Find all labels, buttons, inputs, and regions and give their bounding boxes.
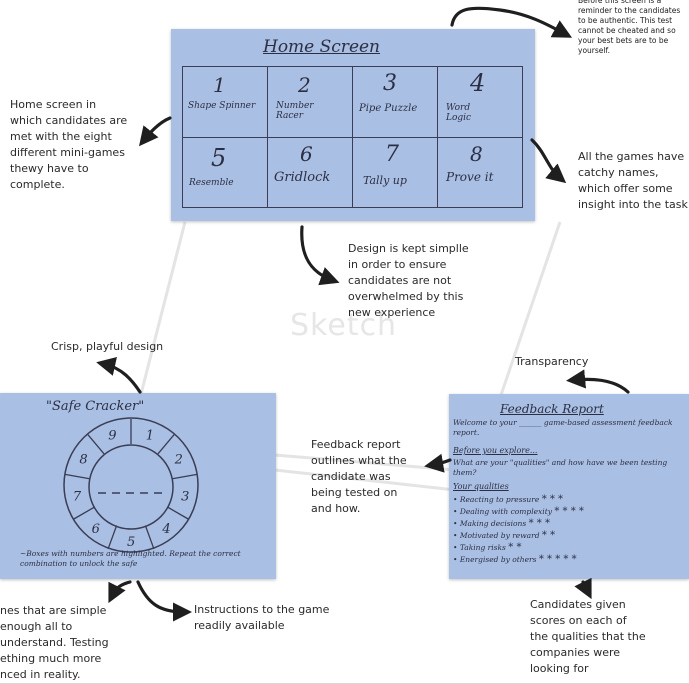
qualities-list: • Reacting to pressure * * * • Dealing w… — [453, 494, 683, 566]
game-name: Shape Spinner — [188, 101, 256, 111]
dial-spoke — [87, 434, 105, 455]
game-cell: 7 Tally up — [352, 137, 438, 208]
safe-dial: 1 2 3 4 5 6 7 8 9 — [63, 417, 199, 553]
game-cell: 2 Number Racer — [267, 66, 353, 138]
quality-item: • Reacting to pressure * * * — [453, 494, 564, 505]
note-feedback: Feedback report outlines what the candid… — [311, 438, 407, 515]
watermark: Sketch — [290, 308, 398, 343]
quality-stars: * * * * — [554, 506, 584, 517]
game-cell: 4 Word Logic — [437, 66, 523, 138]
game-cell: 6 Gridlock — [267, 137, 353, 208]
dial-segment-label: 7 — [73, 490, 82, 505]
report-before: Before you explore... — [453, 446, 538, 455]
quality-stars: * * — [508, 542, 522, 553]
game-name: Gridlock — [274, 170, 331, 185]
home-screen-sketch: Home Screen 1 Shape Spinner 2 Number Rac… — [171, 29, 535, 221]
safe-title: "Safe Cracker" — [46, 399, 145, 414]
game-cell: 8 Prove it — [437, 137, 523, 208]
dial-spoke — [64, 473, 90, 480]
report-title: Feedback Report — [500, 402, 604, 416]
quality-stars: * * * — [528, 518, 550, 529]
quality-label: Energised by others — [459, 555, 537, 564]
quality-stars: * * * — [541, 494, 564, 505]
dial-spoke — [167, 506, 190, 521]
dial-spoke — [144, 525, 155, 550]
report-welcome: Welcome to your ______ game-based assess… — [453, 418, 673, 437]
game-cell: 3 Pipe Puzzle — [352, 66, 438, 138]
game-number: 7 — [385, 142, 399, 167]
game-number: 5 — [211, 144, 227, 172]
qualities-heading: Your qualities — [453, 482, 509, 491]
game-cell: 5 Resemble — [182, 137, 268, 208]
game-number: 2 — [298, 73, 311, 97]
dial-segment-label: 5 — [127, 535, 135, 550]
quality-label: Dealing with complexity — [459, 507, 552, 516]
dial-segment-label: 3 — [181, 490, 189, 505]
dial-segment-label: 9 — [108, 428, 116, 443]
game-name: Number Racer — [276, 101, 314, 121]
game-number: 1 — [213, 73, 226, 97]
game-number: 6 — [300, 142, 313, 166]
dial-spoke — [107, 525, 118, 550]
note-simple-design: Design is kept simplle in order to ensur… — [348, 242, 469, 319]
game-name: Resemble — [189, 178, 234, 188]
game-number: 3 — [383, 71, 397, 96]
dial-spoke — [157, 434, 175, 455]
quality-stars: * * * * * — [538, 554, 577, 565]
note-scores: Candidates given scores on each of the q… — [530, 598, 646, 675]
game-grid: 1 Shape Spinner 2 Number Racer 3 Pipe Pu… — [182, 66, 523, 208]
dial-segment-label: 6 — [92, 522, 100, 537]
dial-segment-label: 1 — [146, 428, 154, 443]
quality-item: • Energised by others * * * * * — [453, 554, 577, 565]
dial-spoke — [72, 506, 95, 521]
dial-segment-label: 8 — [79, 453, 87, 468]
dial-segment-label: 2 — [174, 453, 183, 468]
home-title: Home Screen — [263, 37, 381, 57]
note-transparency: Transparency — [515, 355, 589, 368]
note-instructions: Instructions to the game readily availab… — [194, 603, 330, 632]
quality-item: • Dealing with complexity * * * * — [453, 506, 584, 517]
quality-label: Making decisions — [459, 519, 527, 528]
safe-cracker-sketch: "Safe Cracker" 1 2 3 4 5 6 7 8 9 ~Boxes with num… — [0, 393, 276, 579]
game-name: Pipe Puzzle — [359, 103, 418, 114]
quality-label: Reacting to pressure — [459, 495, 540, 504]
report-question: What are your "qualities" and how have w… — [453, 458, 668, 477]
game-number: 8 — [470, 142, 483, 166]
note-catchy-names: All the games have catchy names, which o… — [578, 150, 688, 211]
quality-item: • Taking risks * * — [453, 542, 522, 553]
quality-label: Taking risks — [459, 543, 506, 552]
note-playful: Crisp, playful design — [51, 340, 164, 353]
note-games-simple: nes that are simple enough all to unders… — [0, 604, 109, 681]
game-name: Word Logic — [446, 103, 472, 123]
quality-stars: * * — [541, 530, 556, 541]
game-number: 4 — [470, 69, 486, 97]
quality-item: • Motivated by reward * * — [453, 530, 556, 541]
dial-spoke — [172, 473, 198, 480]
game-name: Prove it — [446, 170, 494, 184]
game-cell: 1 Shape Spinner — [182, 66, 268, 138]
quality-label: Motivated by reward — [459, 531, 540, 540]
dial-segment-label: 4 — [161, 522, 170, 537]
note-authentic: Before this screen is a reminder to the … — [578, 0, 681, 55]
game-name: Tally up — [363, 174, 407, 187]
quality-item: • Making decisions * * * — [453, 518, 550, 529]
feedback-report-sketch: Feedback Report Welcome to your ______ g… — [449, 394, 689, 579]
note-home-screen: Home screen in which candidates are met … — [10, 98, 128, 191]
safe-instruction: ~Boxes with numbers are highlighted. Rep… — [20, 549, 241, 568]
